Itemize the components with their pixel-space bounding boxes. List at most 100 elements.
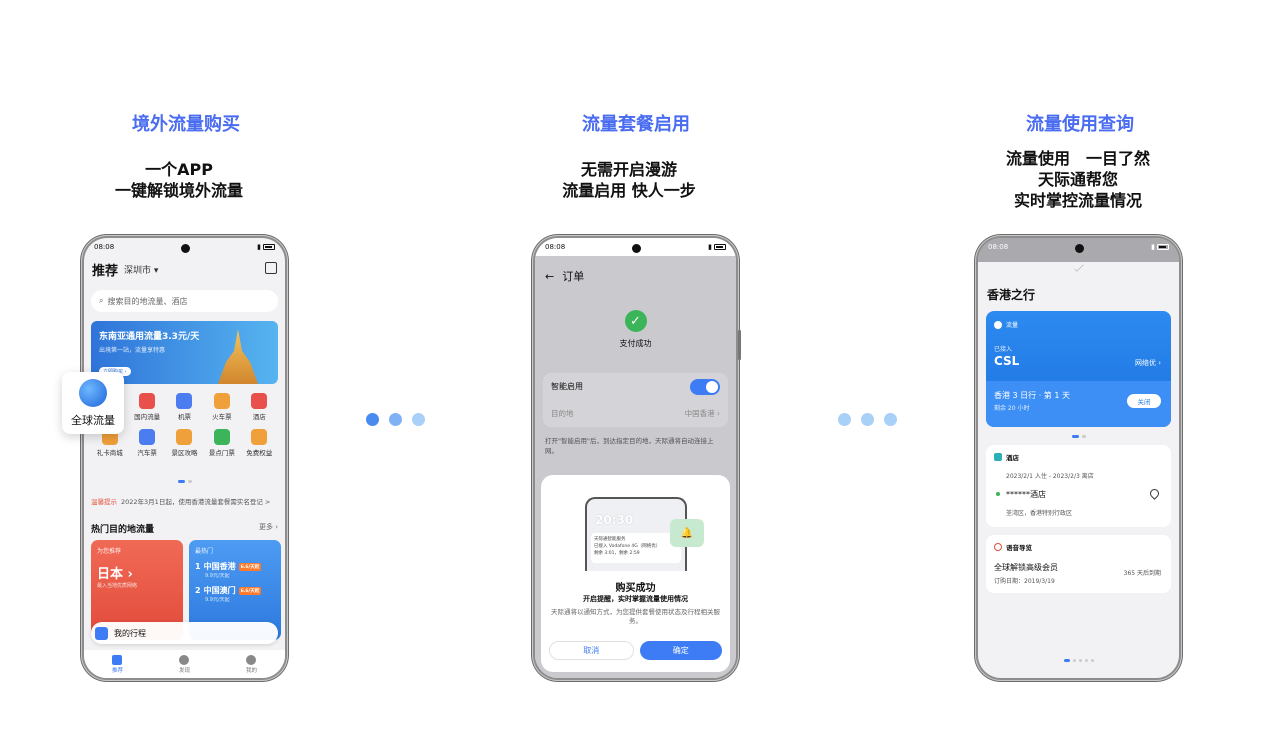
hot-dest-row[interactable]: 1 中国香港 6.6/天起	[195, 561, 275, 572]
back-arrow-icon[interactable]: ←	[545, 269, 555, 283]
column-2-title: 流量套餐启用	[582, 114, 690, 135]
service-icon	[139, 393, 156, 409]
card-pager	[978, 435, 1179, 438]
service-grid-item[interactable]: 景区攻略	[166, 429, 203, 457]
close-button[interactable]: 关闭	[1127, 394, 1161, 408]
status-time: 08:08	[545, 243, 566, 251]
service-grid-item[interactable]: 免费权益	[241, 429, 278, 457]
service-icon	[213, 429, 230, 445]
expire-info: 365 天后到期	[1123, 570, 1161, 577]
more-link[interactable]: 更多 ›	[258, 523, 278, 531]
subtitle-line: 一个APP	[145, 160, 213, 179]
phone-screen: 08:08 ▮ 推荐 深圳市 ▾ ⌕ 搜索目的地流量、酒店 东南亚通用流量3.3…	[84, 238, 285, 678]
price-badge: 6.6/天起	[238, 562, 262, 571]
service-grid-item[interactable]: 国内流量	[128, 393, 165, 421]
service-grid-item[interactable]: 酒店	[241, 393, 278, 421]
plan-remaining: 剩余 20 小时	[994, 405, 1030, 412]
notif-line: 天际通智能服务	[594, 537, 626, 542]
service-label: 火车票	[212, 413, 232, 421]
confirm-button[interactable]: 确定	[639, 641, 722, 660]
pager-dot	[1078, 659, 1082, 662]
my-trip-bar[interactable]: 我的行程	[91, 622, 278, 644]
step-dot	[861, 413, 874, 426]
subtitle-line: 流量启用 快人一步	[562, 181, 696, 200]
bookmark-icon	[112, 654, 123, 665]
signal-icon: ▮	[1151, 243, 1155, 251]
cancel-button[interactable]: 取消	[549, 641, 634, 660]
dest-price: 9.9元/天起	[205, 597, 230, 603]
notif-line: 剩余 3:01，剩余 2:59	[594, 551, 640, 556]
data-icon	[994, 320, 1002, 329]
network-quality[interactable]: 网络优 ›	[1134, 359, 1161, 367]
global-data-tile[interactable]: 全球流量	[62, 372, 124, 434]
service-label: 景点门票	[208, 449, 235, 457]
service-grid: 国内流量机票火车票酒店礼卡商城汽车票景区攻略景点门票免费权益	[91, 393, 278, 457]
chevron-down-icon[interactable]	[1073, 262, 1084, 272]
scan-icon[interactable]	[265, 262, 277, 274]
trip-label: 我的行程	[114, 628, 146, 638]
search-input[interactable]: ⌕ 搜索目的地流量、酒店	[91, 290, 278, 312]
service-label: 酒店	[252, 413, 266, 421]
service-label: 景区攻略	[171, 449, 198, 457]
settings-card: 智能启用 目的地 中国香港 ›	[543, 373, 728, 427]
column-1-subtitle: 一个APP 一键解锁境外流量	[29, 159, 329, 201]
service-icon	[176, 393, 193, 409]
phone-screen: 08:08 ▮ 香港之行 流量 已接入 CSL 网络优 › 香港 3 日行 · …	[978, 238, 1179, 678]
service-grid-item[interactable]: 火车票	[203, 393, 240, 421]
hotel-address: 荃湾区，香港特别行政区	[1006, 510, 1073, 517]
service-grid-item[interactable]: 景点门票	[203, 429, 240, 457]
rank: 2	[195, 586, 201, 595]
smart-enable-toggle[interactable]	[690, 378, 720, 395]
success-sheet: 20:30 天际通智能服务 已接入 Vodafone 4G（网络优） 剩余 3:…	[541, 475, 730, 672]
illustration-time: 20:30	[595, 513, 634, 527]
payment-status: 支付成功	[619, 339, 652, 348]
trip-title: 香港之行	[987, 288, 1036, 302]
status-time: 08:08	[94, 243, 115, 251]
hotel-card[interactable]: 酒店 2023/2/1 入住 - 2023/2/3 离店 ******酒店 荃湾…	[986, 445, 1171, 527]
subtitle-line: 一键解锁境外流量	[114, 181, 243, 200]
destination-row[interactable]: 目的地 中国香港 ›	[543, 400, 728, 427]
phone-screen: 08:08 ▮ ← 订单 ✓ 支付成功 智能启用 目的地 中国香港 › 打	[535, 238, 736, 678]
city-selector[interactable]: 深圳市 ▾	[124, 266, 159, 276]
setting-label: 目的地	[551, 409, 574, 418]
search-icon: ⌕	[99, 296, 104, 305]
tab-me[interactable]: 我的	[246, 654, 257, 674]
audio-guide-card[interactable]: 语音导览 全球解锁高级会员 订购日期：2019/3/19 365 天后到期	[986, 535, 1171, 593]
step-dot	[884, 413, 897, 426]
card-tag: 最热门	[195, 548, 214, 555]
pager-dot	[1071, 435, 1079, 438]
tile-label: 全球流量	[71, 413, 115, 427]
data-usage-card[interactable]: 流量 已接入 CSL 网络优 › 香港 3 日行 · 第 1 天 剩余 20 小…	[986, 311, 1171, 427]
search-placeholder: 搜索目的地流量、酒店	[107, 296, 188, 306]
card-tag: 为您推荐	[97, 548, 122, 555]
connection-status: 已接入	[994, 346, 1013, 353]
signal-icon: ▮	[257, 243, 261, 251]
card-header: 语音导览	[994, 542, 1163, 552]
tab-discover[interactable]: 发现	[179, 654, 190, 674]
illustration-notification: 天际通智能服务 已接入 Vodafone 4G（网络优） 剩余 3:01，剩余 …	[591, 533, 681, 563]
card-destination: 日本 ›	[97, 567, 133, 582]
headphones-icon	[994, 543, 1002, 551]
pager-dot	[1063, 659, 1070, 662]
subtitle-line: 无需开启漫游	[580, 160, 677, 179]
status-icons: ▮	[1151, 243, 1169, 251]
tab-recommend[interactable]: 推荐	[112, 654, 123, 674]
phone-mockup-usage: 08:08 ▮ 香港之行 流量 已接入 CSL 网络优 › 香港 3 日行 · …	[975, 235, 1182, 681]
service-grid-item[interactable]: 机票	[166, 393, 203, 421]
step-dot	[389, 413, 402, 426]
promo-banner[interactable]: 东南亚通用流量3.3元/天 出境第一站，流量享特惠 立即购买 ›	[91, 321, 278, 384]
pager-dot	[187, 480, 192, 483]
pager-dot	[1081, 435, 1086, 438]
setting-hint: 打开"智能启用"后，到达指定目的地，天际通将自动连接上网。	[545, 437, 714, 455]
step-dot	[412, 413, 425, 426]
phone-mockup-activation: 08:08 ▮ ← 订单 ✓ 支付成功 智能启用 目的地 中国香港 › 打	[532, 235, 739, 681]
rank: 1	[195, 562, 201, 571]
pager-dot	[1090, 659, 1094, 662]
hot-dest-row[interactable]: 2 中国澳门 6.6/天起	[195, 585, 275, 596]
status-bar: 08:08 ▮	[978, 238, 1179, 256]
dest-price: 9.9元/天起	[205, 573, 230, 579]
service-grid-item[interactable]: 汽车票	[128, 429, 165, 457]
card-desc: 最入当地优质网络	[97, 583, 138, 589]
